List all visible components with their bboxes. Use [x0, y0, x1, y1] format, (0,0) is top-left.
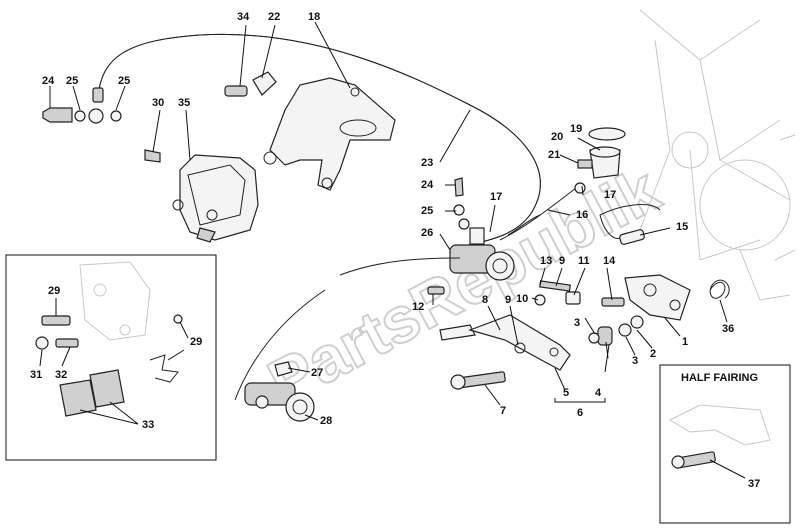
callout-1: 1: [682, 336, 688, 348]
callout-5: 5: [563, 387, 569, 399]
callout-25: 25: [421, 205, 433, 217]
rear-caliper: [144, 149, 259, 243]
caliper-bracket: [263, 77, 396, 191]
callout-14: 14: [603, 255, 616, 267]
callout-30: 30: [152, 97, 164, 109]
rear-master-cylinder: [244, 361, 315, 422]
callout-labels: 1 2 3 3 4 5 6 7 8 9 9 10 11 12 13 14 15 …: [30, 11, 760, 490]
callout-17: 17: [604, 189, 616, 201]
callout-9: 9: [505, 294, 511, 306]
callout-7: 7: [500, 405, 506, 417]
callout-33: 33: [142, 419, 154, 431]
hose-clip-bolt: [224, 71, 277, 97]
washers: [588, 315, 644, 346]
callout-3: 3: [574, 317, 580, 329]
callout-11: 11: [578, 255, 590, 267]
callout-20: 20: [551, 131, 563, 143]
frame-outline: [639, 9, 796, 301]
callout-17: 17: [490, 191, 502, 203]
callout-25: 25: [118, 75, 130, 87]
callout-19: 19: [570, 123, 582, 135]
callout-25: 25: [66, 75, 78, 87]
callout-16: 16: [576, 209, 588, 221]
callout-34: 34: [237, 11, 250, 23]
brake-light-switch: [599, 204, 661, 245]
callout-21: 21: [548, 149, 560, 161]
callout-2: 2: [650, 348, 656, 360]
callout-24: 24: [42, 75, 55, 87]
callout-27: 27: [311, 367, 323, 379]
callout-3: 3: [632, 355, 638, 367]
master-cylinder: [449, 177, 515, 281]
linkage-parts: [427, 280, 625, 307]
callout-15: 15: [676, 221, 688, 233]
callout-29: 29: [48, 285, 60, 297]
fluid-reservoir: [574, 127, 626, 194]
banjo-bolt-left: [42, 107, 122, 124]
half-fairing-inset: HALF FAIRING: [659, 364, 791, 524]
callout-12: 12: [412, 301, 424, 313]
callout-24: 24: [421, 179, 434, 191]
callout-28: 28: [320, 415, 332, 427]
caliper-inset-box: [5, 254, 217, 461]
callout-23: 23: [421, 157, 433, 169]
callout-13: 13: [540, 255, 552, 267]
callout-36: 36: [722, 323, 734, 335]
leader-lines: [39, 21, 746, 479]
callout-4: 4: [595, 387, 602, 399]
pedal-bracket: [624, 274, 730, 321]
callout-35: 35: [178, 97, 190, 109]
callout-6: 6: [577, 407, 583, 419]
callout-10: 10: [516, 293, 528, 305]
brake-pedal: [439, 314, 571, 371]
callout-29: 29: [190, 336, 202, 348]
master-cylinder-hose: [499, 184, 581, 241]
half-fairing-title: HALF FAIRING: [681, 372, 758, 384]
callout-8: 8: [482, 294, 488, 306]
callout-31: 31: [30, 369, 42, 381]
callout-18: 18: [308, 11, 320, 23]
brake-hose: [92, 33, 541, 246]
callout-9: 9: [559, 255, 565, 267]
callout-37: 37: [748, 478, 760, 490]
callout-22: 22: [268, 11, 280, 23]
callout-26: 26: [421, 227, 433, 239]
pedal-pivot-bolt: [450, 371, 506, 390]
callout-32: 32: [55, 369, 67, 381]
